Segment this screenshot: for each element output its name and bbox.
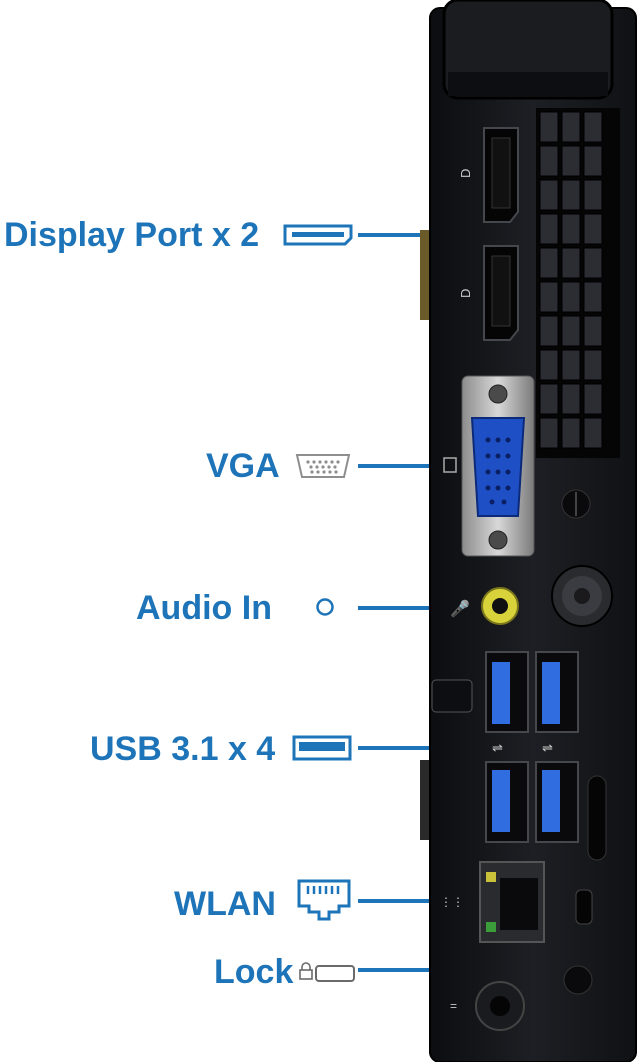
usb-port-icon xyxy=(292,735,352,761)
vga-icon xyxy=(295,454,351,478)
svg-text:=: = xyxy=(450,999,457,1013)
vga-label: VGA xyxy=(206,447,280,485)
lock-slot-icon xyxy=(299,962,355,982)
vga-callout-line xyxy=(358,464,446,468)
ethernet-port-icon xyxy=(297,879,351,921)
svg-text:⋮⋮: ⋮⋮ xyxy=(440,895,464,909)
svg-text:⇌: ⇌ xyxy=(542,740,553,755)
svg-text:🎤: 🎤 xyxy=(450,599,470,618)
mini-pc-rear-panel: D D 🎤 xyxy=(420,0,637,1062)
svg-text:D: D xyxy=(458,169,473,178)
audio-in-label: Audio In xyxy=(136,589,272,627)
usb-callout-line xyxy=(358,746,470,750)
audio-callout-line xyxy=(358,606,442,610)
usb-label: USB 3.1 x 4 xyxy=(90,730,276,768)
wlan-label: WLAN xyxy=(174,885,276,923)
displayport-icon xyxy=(283,224,353,246)
svg-text:⇌: ⇌ xyxy=(492,740,503,755)
lock-label: Lock xyxy=(214,953,294,991)
svg-text:D: D xyxy=(458,289,473,298)
wlan-callout-line xyxy=(358,899,442,903)
display-port-label: Display Port x 2 xyxy=(4,216,260,254)
audio-jack-icon xyxy=(316,598,334,616)
